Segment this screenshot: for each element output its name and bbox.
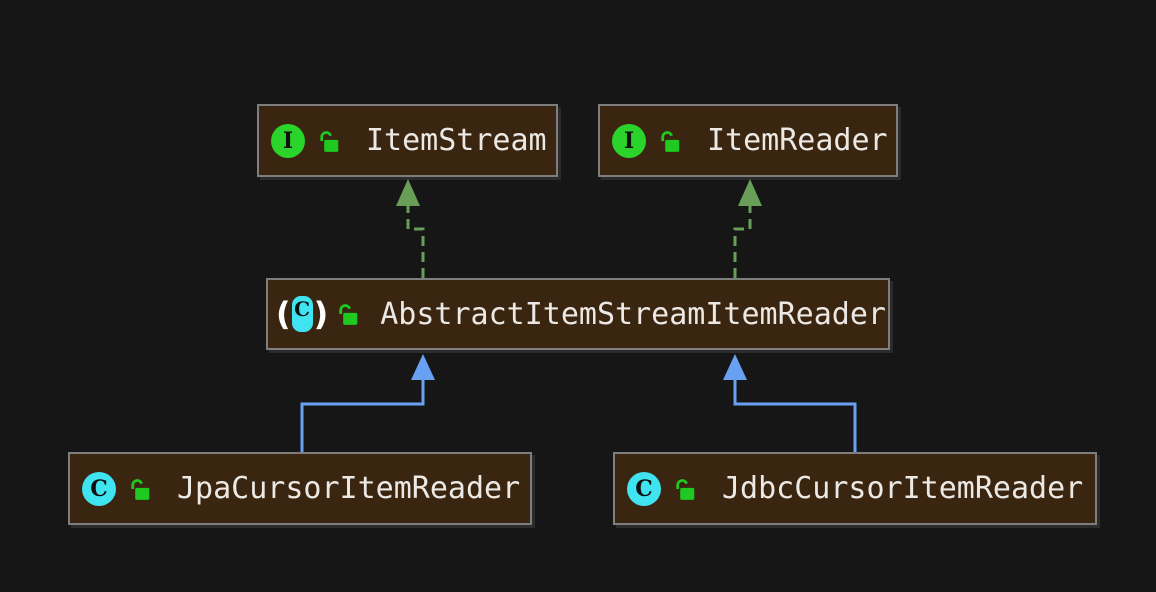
- edge-abstract-implements-itemreader: [733, 206, 752, 278]
- abstract-paren-open: (: [276, 295, 291, 333]
- interface-icon: I: [612, 123, 646, 158]
- edge-jpa-extends-abstract: [300, 380, 425, 452]
- class-node-item-stream[interactable]: I ItemStream: [257, 104, 558, 177]
- unlocked-icon: [131, 478, 150, 500]
- unlocked-icon: [676, 478, 695, 500]
- class-node-item-reader[interactable]: I ItemReader: [598, 104, 898, 177]
- class-node-jpa-cursor-item-reader[interactable]: C JpaCursorItemReader: [68, 452, 532, 525]
- interface-icon: I: [271, 123, 305, 158]
- abstract-paren-close: ): [313, 295, 329, 333]
- class-name-label: JpaCursorItemReader: [177, 471, 521, 506]
- unlocked-icon: [339, 304, 358, 325]
- class-name-label: AbstractItemStreamItemReader: [380, 296, 886, 332]
- edge-jdbc-extends-abstract: [733, 380, 857, 452]
- class-icon: C: [82, 471, 116, 506]
- arrowhead-jdbc-extends-abstract: [723, 354, 747, 380]
- class-node-jdbc-cursor-item-reader[interactable]: C JdbcCursorItemReader: [613, 452, 1097, 525]
- arrowhead-jpa-extends-abstract: [411, 354, 435, 380]
- class-icon: C: [627, 471, 661, 506]
- class-node-abstract-item-stream-item-reader[interactable]: ( C ) AbstractItemStreamItemReader: [266, 278, 890, 350]
- class-name-label: ItemReader: [707, 123, 888, 158]
- unlocked-icon: [320, 130, 339, 152]
- class-name-label: JdbcCursorItemReader: [722, 471, 1084, 506]
- arrowhead-implements-itemstream: [396, 179, 420, 206]
- edge-abstract-implements-itemstream: [406, 206, 425, 278]
- abstract-class-pill: C: [291, 296, 313, 332]
- arrowhead-implements-itemreader: [738, 179, 762, 206]
- unlocked-icon: [661, 130, 680, 152]
- class-name-label: ItemStream: [366, 123, 547, 158]
- abstract-class-icon: ( C ): [276, 296, 328, 332]
